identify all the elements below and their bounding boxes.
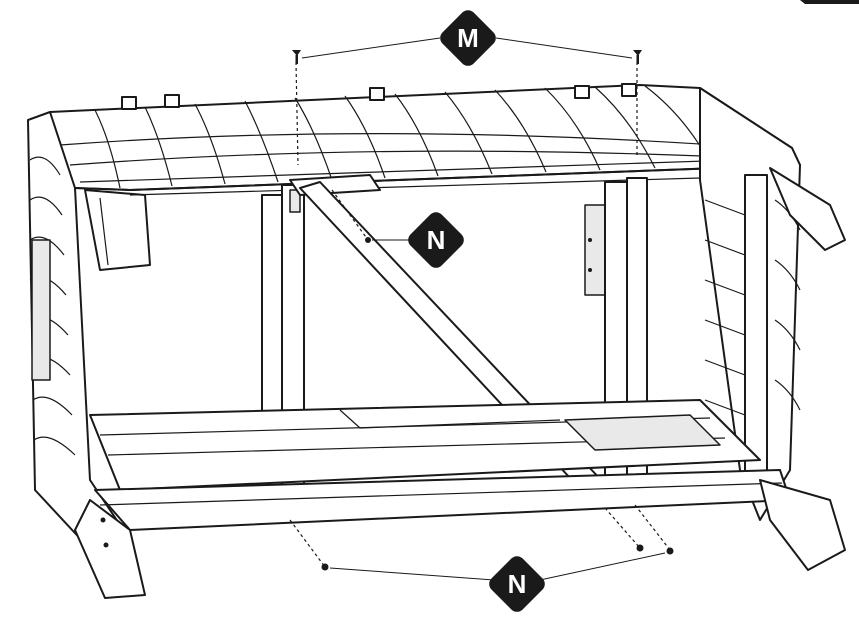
screw-icon (633, 50, 642, 64)
edge-mark (800, 0, 859, 4)
callout-n-middle: N (408, 212, 464, 268)
alignment-lines (289, 61, 671, 568)
left-wall (27, 111, 151, 561)
leader-lines (301, 37, 666, 581)
screw-icon (292, 50, 301, 64)
bottom-rails (74, 479, 846, 599)
callout-n-bottom-label: N (508, 569, 527, 599)
bolt-hole-icon (636, 544, 644, 552)
bolt-hole-icon (321, 563, 329, 571)
right-wall (699, 87, 846, 521)
floor-frame (89, 399, 791, 531)
callout-n-bottom: N (489, 556, 545, 612)
callout-n-middle-label: N (427, 225, 446, 255)
callout-m-label: M (457, 23, 479, 53)
callout-m: M (440, 10, 496, 66)
left-window (31, 239, 51, 381)
roof-panel (49, 83, 801, 191)
bolt-hole-icon (365, 237, 371, 243)
bolt-hole-icon (666, 547, 674, 555)
